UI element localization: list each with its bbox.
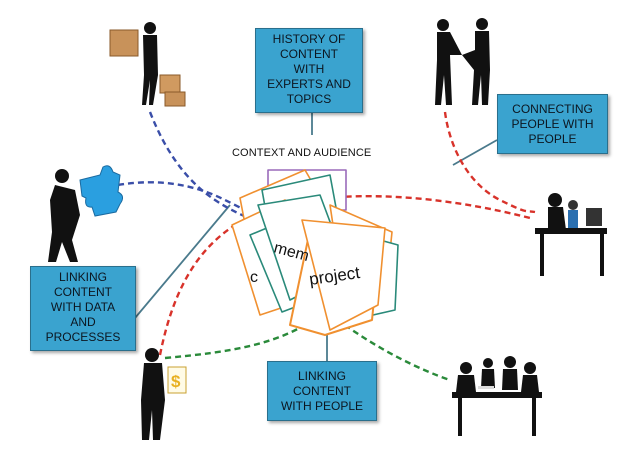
people-at-computer-desk-icon	[535, 193, 607, 276]
red-dash-arc	[158, 194, 531, 356]
linking-people-line-2: CONTENT	[293, 384, 351, 398]
history-line-5: TOPICS	[286, 92, 332, 106]
connector-linking-data	[134, 204, 231, 319]
connector-connecting	[452, 139, 498, 166]
linking-data-line-3: WITH DATA	[50, 300, 116, 314]
linking-data-line-5: PROCESSES	[45, 330, 121, 344]
context-and-audience-label: CONTEXT AND AUDIENCE	[232, 147, 372, 159]
doc-front-2	[301, 219, 386, 331]
history-line-1: HISTORY OF	[272, 32, 346, 46]
history-box: HISTORY OF CONTENT WITH EXPERTS AND TOPI…	[255, 28, 363, 113]
person-with-puzzle-piece-icon	[48, 165, 124, 262]
linking-people-box: LINKING CONTENT WITH PEOPLE	[267, 361, 377, 421]
linking-data-line-1: LINKING	[58, 270, 107, 284]
person-carrying-boxes-icon	[109, 22, 186, 107]
people-at-meeting-table-icon	[452, 356, 542, 436]
green-dash-right	[344, 324, 451, 382]
connecting-line-2: PEOPLE WITH	[511, 117, 594, 131]
connecting-line-1: CONNECTING	[512, 102, 593, 116]
linking-data-box: LINKING CONTENT WITH DATA AND PROCESSES	[30, 266, 136, 351]
linking-people-line-3: WITH PEOPLE	[280, 399, 363, 413]
red-dash-handshake	[443, 111, 536, 214]
history-line-4: EXPERTS AND	[267, 77, 351, 91]
doc-label-c: c	[250, 269, 258, 286]
person-with-money-document-icon: $	[141, 348, 187, 440]
history-line-2: CONTENT	[280, 47, 338, 61]
blue-dash-puzzle-person	[117, 181, 291, 234]
svg-text:$: $	[171, 372, 181, 391]
linking-people-line-1: LINKING	[297, 369, 346, 383]
document-stack	[231, 169, 399, 336]
connecting-line-3: PEOPLE	[528, 132, 577, 146]
linking-data-line-4: AND	[70, 315, 96, 329]
linking-data-line-2: CONTENT	[54, 285, 112, 299]
history-line-3: WITH	[293, 62, 325, 76]
connecting-box: CONNECTING PEOPLE WITH PEOPLE	[497, 94, 608, 154]
handshake-icon	[435, 18, 490, 105]
